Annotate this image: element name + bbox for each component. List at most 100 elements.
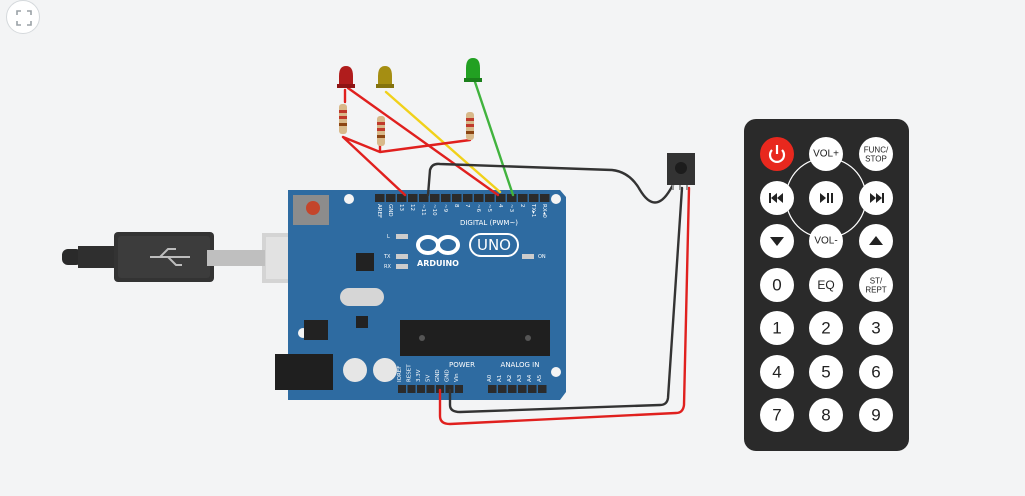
pin-label: 12 — [409, 204, 415, 211]
remote-button-down[interactable] — [760, 224, 794, 258]
remote-button-label: 4 — [772, 363, 781, 382]
pin-socket[interactable] — [540, 194, 550, 202]
remote-button-0[interactable]: 0 — [760, 268, 794, 302]
pin-socket[interactable] — [375, 194, 385, 202]
pin-socket[interactable] — [488, 385, 497, 393]
yellow-led[interactable] — [376, 66, 394, 88]
remote-button-vol-down[interactable]: VOL- — [809, 224, 843, 258]
remote-button-label: 1 — [772, 319, 781, 338]
pin-label: ~5 — [486, 204, 492, 213]
power-header-label: POWER — [449, 361, 475, 369]
pin-label: GND — [445, 369, 451, 382]
remote-button-play-pause[interactable] — [809, 181, 843, 215]
pin-socket[interactable] — [474, 194, 484, 202]
pin-socket[interactable] — [518, 194, 528, 202]
pin-socket[interactable] — [426, 385, 435, 393]
remote-button-3[interactable]: 3 — [859, 311, 893, 345]
pin-label: 5V — [426, 375, 432, 382]
pin-socket[interactable] — [441, 194, 451, 202]
pin-label: ~3 — [508, 204, 514, 213]
wire-ir-signal[interactable] — [426, 162, 675, 204]
green-led[interactable] — [464, 58, 482, 82]
remote-button-next[interactable] — [859, 181, 893, 215]
l-led-label: L — [387, 234, 390, 240]
arduino-board[interactable]: UNO ARDUINO DIGITAL (PWM~) ANALOG IN POW… — [275, 190, 566, 400]
pin-label: RESET — [407, 364, 413, 382]
fit-to-view-button[interactable] — [6, 0, 40, 34]
remote-button-prev[interactable] — [760, 181, 794, 215]
pin-socket[interactable] — [397, 194, 407, 202]
pin-socket[interactable] — [528, 385, 537, 393]
wire-red-led-to-pin[interactable] — [346, 86, 500, 197]
rx-led-label: RX — [384, 264, 391, 270]
pin-socket[interactable] — [452, 194, 462, 202]
remote-button-label: 3 — [871, 319, 880, 338]
pin-label: 7 — [464, 204, 470, 208]
remote-button-label: REPT — [865, 286, 886, 295]
pin-socket[interactable] — [407, 385, 416, 393]
resistor-green[interactable] — [466, 112, 474, 140]
pin-socket[interactable] — [398, 385, 406, 393]
board-brand-label: ARDUINO — [417, 259, 459, 268]
wire-yellow-led-to-pin[interactable] — [384, 90, 502, 194]
remote-button-label: VOL- — [814, 236, 837, 247]
remote-button-st-rept[interactable]: ST/REPT — [859, 268, 893, 302]
remote-button-vol-up[interactable]: VOL+ — [809, 137, 843, 171]
remote-button-label: 0 — [772, 276, 781, 295]
pin-socket[interactable] — [498, 385, 507, 393]
remote-button-8[interactable]: 8 — [809, 398, 843, 432]
remote-button-power[interactable] — [760, 137, 794, 171]
pin-label: A2 — [507, 375, 513, 382]
fit-to-view-icon — [16, 10, 32, 26]
remote-button-5[interactable]: 5 — [809, 355, 843, 389]
remote-button-eq[interactable]: EQ — [809, 268, 843, 302]
pin-socket[interactable] — [386, 194, 396, 202]
remote-button-label: 7 — [772, 406, 781, 425]
pin-socket[interactable] — [430, 194, 440, 202]
ir-receiver[interactable] — [667, 153, 695, 190]
pin-socket[interactable] — [507, 194, 517, 202]
pin-socket[interactable] — [463, 194, 473, 202]
pin-label: A1 — [497, 375, 503, 382]
reset-button[interactable] — [306, 201, 320, 215]
remote-button-label: EQ — [817, 278, 834, 292]
pin-socket[interactable] — [455, 385, 463, 393]
remote-button-6[interactable]: 6 — [859, 355, 893, 389]
wire-ir-5v[interactable] — [438, 186, 691, 426]
pin-socket[interactable] — [485, 194, 495, 202]
remote-button-7[interactable]: 7 — [760, 398, 794, 432]
pin-socket[interactable] — [538, 385, 547, 393]
pin-socket[interactable] — [417, 385, 425, 393]
red-led[interactable] — [337, 66, 355, 88]
resistor-red[interactable] — [339, 104, 347, 134]
pin-socket[interactable] — [518, 385, 527, 393]
ir-remote[interactable]: VOL+ FUNC/STOP VOL- 0 EQ ST/REPT 1 2 3 4 5 6 7 8 9 — [744, 119, 909, 451]
pin-label: ~10 — [431, 204, 437, 216]
pin-socket[interactable] — [419, 194, 429, 202]
pin-socket[interactable] — [408, 194, 418, 202]
pin-socket[interactable] — [529, 194, 539, 202]
arrow-down-icon — [770, 237, 784, 246]
pin-label: 3.3V — [416, 369, 422, 382]
remote-button-func-stop[interactable]: FUNC/STOP — [859, 137, 893, 171]
pin-label: A0 — [487, 374, 493, 382]
remote-button-9[interactable]: 9 — [859, 398, 893, 432]
wire-green-led-to-pin[interactable] — [473, 80, 515, 197]
wire-ir-gnd[interactable] — [448, 186, 684, 414]
remote-button-1[interactable]: 1 — [760, 311, 794, 345]
remote-button-label: 5 — [821, 363, 830, 382]
remote-button-4[interactable]: 4 — [760, 355, 794, 389]
resistor-yellow[interactable] — [377, 116, 385, 146]
remote-button-2[interactable]: 2 — [809, 311, 843, 345]
pin-socket[interactable] — [508, 385, 517, 393]
remote-button-up[interactable] — [859, 224, 893, 258]
skip-back-icon — [769, 193, 783, 203]
wire-resistors-to-gnd[interactable] — [341, 135, 472, 197]
pin-label: 8 — [453, 204, 459, 208]
pin-socket[interactable] — [496, 194, 506, 202]
remote-button-label: 8 — [821, 406, 830, 425]
on-led-label: ON — [538, 254, 546, 260]
